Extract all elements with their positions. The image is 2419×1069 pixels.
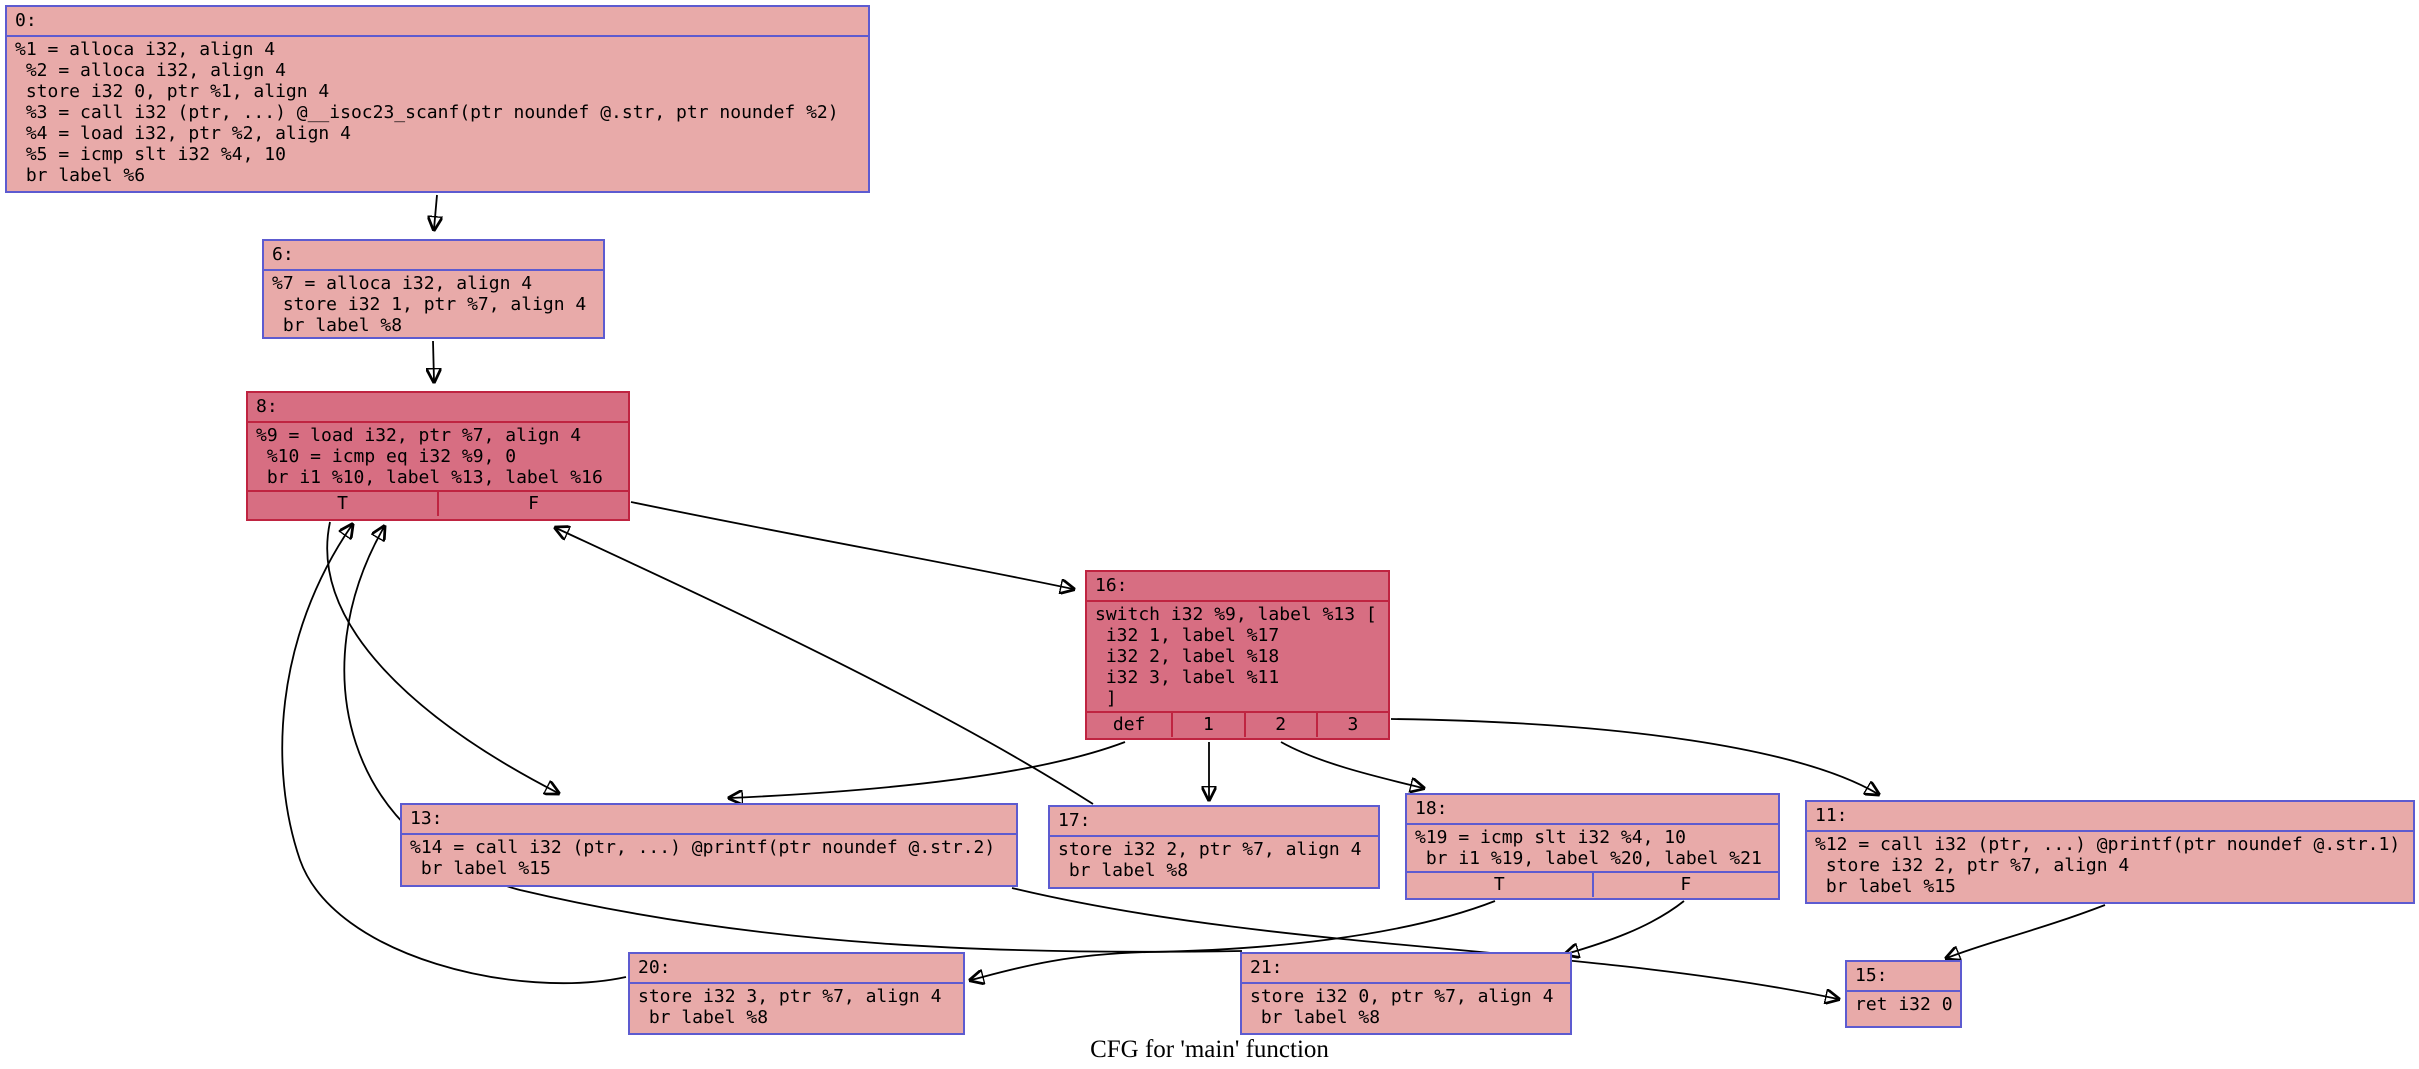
block-17-instructions: store i32 2, ptr %7, align 4 br label %8 [1050,835,1378,883]
block-8-branch-false: F [437,492,628,516]
block-16-case-3: 3 [1315,713,1388,737]
block-13-instructions: %14 = call i32 (ptr, ...) @printf(ptr no… [402,833,1016,881]
block-18-branch-false: F [1591,873,1779,897]
block-18-branch-true: T [1493,874,1505,895]
basic-block-13: 13: %14 = call i32 (ptr, ...) @printf(pt… [400,803,1018,887]
block-21-instructions: store i32 0, ptr %7, align 4 br label %8 [1242,982,1570,1030]
edge-21-to-8 [343,527,1243,953]
basic-block-17: 17: store i32 2, ptr %7, align 4 br labe… [1048,805,1380,889]
block-18-label: 18: [1415,798,1448,819]
block-13-label: 13: [410,808,443,829]
basic-block-20: 20: store i32 3, ptr %7, align 4 br labe… [628,952,965,1035]
basic-block-0: 0: %1 = alloca i32, align 4 %2 = alloca … [5,5,870,193]
block-16-switch-cells: def 1 2 3 [1087,711,1388,737]
edge-16def-to-13 [730,741,1126,798]
basic-block-15: 15: ret i32 0 [1845,960,1962,1028]
block-6-label: 6: [272,244,294,265]
edge-8F-to-16 [630,501,1073,589]
block-17-label: 17: [1058,810,1091,831]
block-20-instructions: store i32 3, ptr %7, align 4 br label %8 [630,982,963,1030]
edge-13-to-15 [1011,887,1838,999]
basic-block-18: 18: %19 = icmp slt i32 %4, 10 br i1 %19,… [1405,793,1780,900]
block-20-label: 20: [638,957,671,978]
edge-18F-to-21 [1566,900,1685,954]
block-15-instructions: ret i32 0 [1847,990,1960,1017]
basic-block-8: 8: %9 = load i32, ptr %7, align 4 %10 = … [246,391,630,521]
edge-6-to-8 [433,340,434,381]
edge-163-to-11 [1390,718,1878,794]
block-8-label: 8: [256,396,278,417]
edge-162-to-18 [1280,741,1423,788]
block-11-instructions: %12 = call i32 (ptr, ...) @printf(ptr no… [1807,830,2413,899]
block-16-label: 16: [1095,575,1128,596]
edge-0-to-6 [434,194,437,229]
block-18-branch-cells: T F [1407,871,1778,897]
block-8-instructions: %9 = load i32, ptr %7, align 4 %10 = icm… [248,421,628,490]
block-18-instructions: %19 = icmp slt i32 %4, 10 br i1 %19, lab… [1407,823,1778,871]
edge-20-to-8 [281,525,627,985]
block-16-instructions: switch i32 %9, label %13 [ i32 1, label … [1087,600,1388,711]
block-6-instructions: %7 = alloca i32, align 4 store i32 1, pt… [264,269,603,338]
edge-11-to-15 [1947,904,2106,958]
basic-block-11: 11: %12 = call i32 (ptr, ...) @printf(pt… [1805,800,2415,904]
edge-17-to-8 [556,528,1094,805]
block-21-label: 21: [1250,957,1283,978]
block-16-case-2: 2 [1243,713,1316,737]
basic-block-6: 6: %7 = alloca i32, align 4 store i32 1,… [262,239,605,339]
block-15-label: 15: [1855,965,1888,986]
block-0-instructions: %1 = alloca i32, align 4 %2 = alloca i32… [7,35,868,188]
basic-block-21: 21: store i32 0, ptr %7, align 4 br labe… [1240,952,1572,1035]
block-11-label: 11: [1815,805,1848,826]
block-8-branch-cells: T F [248,490,628,516]
block-16-case-1: 1 [1171,713,1243,737]
block-16-case-default: def [1112,714,1146,735]
edge-8T-to-13 [326,521,558,793]
block-0-label: 0: [15,10,37,31]
basic-block-16: 16: switch i32 %9, label %13 [ i32 1, la… [1085,570,1390,740]
graph-caption: CFG for 'main' function [1090,1036,1329,1063]
block-8-branch-true: T [337,493,348,514]
